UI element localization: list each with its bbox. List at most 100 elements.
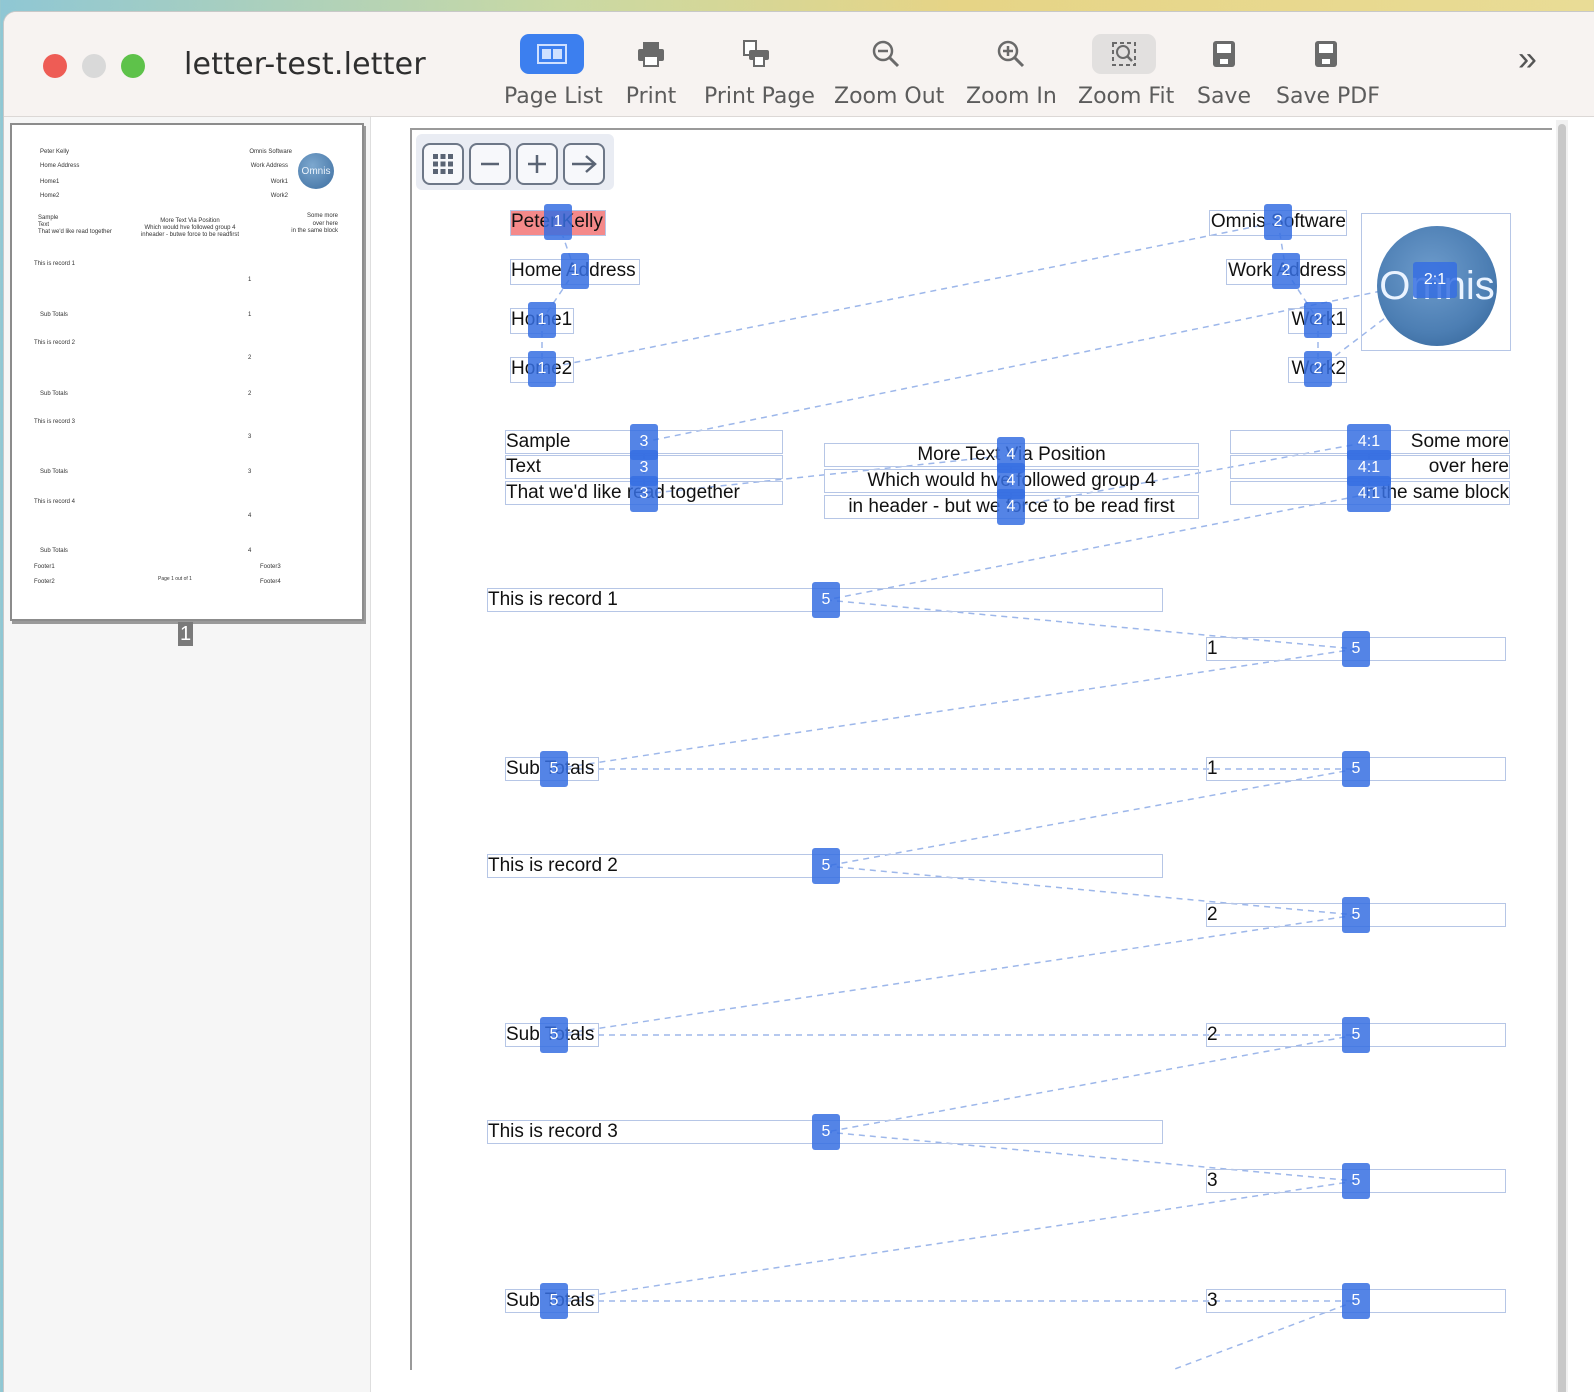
order-badge: 5 [540, 751, 568, 787]
order-badge: 2:1 [1413, 262, 1457, 298]
zoom-fit-button[interactable]: Zoom Fit [1078, 34, 1175, 109]
thumb-text: Footer4 [260, 579, 281, 585]
thumb-text: Sub Totals [40, 548, 68, 554]
reading-order-connector [825, 493, 1370, 601]
order-badge: 5 [540, 1017, 568, 1053]
document-canvas[interactable]: Peter Kelly Home Address Home1 Home2 Omn… [410, 128, 1552, 1370]
reading-order-connector [553, 1180, 1357, 1302]
order-badge: 5 [1342, 1017, 1370, 1053]
page-list-sidebar: Peter Kelly Home Address Home1 Home2 Omn… [4, 117, 371, 1392]
thumb-text: inheader - butwe force to be readfirst [140, 232, 240, 238]
order-badge: 4:1 [1347, 476, 1391, 512]
zoom-out-label: Zoom Out [834, 84, 945, 109]
grid-toggle-button[interactable] [422, 143, 464, 185]
thumb-text: Home2 [40, 193, 60, 199]
order-badge: 5 [1342, 1283, 1370, 1319]
order-badge: 2 [1264, 204, 1292, 240]
thumb-text: Sub Totals [40, 469, 68, 475]
zoom-window-button[interactable] [121, 54, 145, 78]
save-pdf-icon [1294, 34, 1358, 74]
print-label: Print [625, 84, 677, 109]
order-badge: 5 [812, 848, 840, 884]
reading-order-connector [643, 279, 1436, 443]
scrollbar-thumb[interactable] [1558, 124, 1566, 1392]
thumb-text: Peter Kelly [40, 149, 70, 155]
canvas-controls [416, 134, 614, 190]
toolbar-overflow-chevron-icon[interactable]: » [1518, 40, 1537, 78]
reading-order-connector [825, 1131, 1357, 1182]
thumb-text: 1 [248, 277, 252, 283]
save-label: Save [1196, 84, 1251, 109]
print-button[interactable]: Print [618, 34, 684, 109]
save-pdf-label: Save PDF [1276, 84, 1380, 109]
reading-order-connector [1010, 441, 1370, 508]
reading-order-connector [825, 1034, 1357, 1133]
thumb-text: Sample [38, 215, 59, 221]
print-page-icon [724, 34, 788, 74]
thumb-text: Sub Totals [40, 391, 68, 397]
page-list-button[interactable]: Page List [504, 34, 603, 109]
order-badge: 1 [544, 204, 572, 240]
reading-order-connector [541, 221, 1279, 370]
plus-icon [528, 155, 546, 173]
page-thumbnail[interactable]: Peter Kelly Home Address Home1 Home2 Omn… [10, 123, 364, 621]
zoom-fit-icon [1092, 34, 1156, 74]
order-badge: 5 [1342, 631, 1370, 667]
order-badge: 5 [1342, 751, 1370, 787]
thumb-text: Work2 [270, 193, 288, 199]
save-button[interactable]: Save [1192, 34, 1256, 109]
order-badge: 5 [812, 582, 840, 618]
canvas-scrollbar[interactable] [1556, 120, 1568, 1392]
zoom-in-label: Zoom In [966, 84, 1057, 109]
thumbnail-page-number: 1 [178, 622, 194, 646]
thumb-text: 1 [248, 312, 252, 318]
canvas-zoom-in-button[interactable] [516, 143, 558, 185]
thumb-text: Omnis Software [249, 149, 292, 155]
thumb-text: More Text Via Position [160, 218, 220, 224]
save-icon [1192, 34, 1256, 74]
canvas-zoom-out-button[interactable] [469, 143, 511, 185]
thumb-text: Home Address [40, 163, 80, 169]
thumb-text: This is record 2 [34, 340, 76, 346]
thumb-text: Some more [306, 213, 338, 219]
thumb-text: Work Address [250, 163, 288, 169]
thumb-text: Sub Totals [40, 312, 68, 318]
close-window-button[interactable] [43, 54, 67, 78]
reading-order-connector [553, 648, 1357, 770]
toolbar: letter-test.letter Page List Print Print… [4, 12, 1594, 117]
app-window: letter-test.letter Page List Print Print… [4, 12, 1594, 1392]
thumb-text: Footer3 [260, 564, 281, 570]
zoom-out-icon [854, 34, 918, 74]
minimize-window-button[interactable] [82, 54, 106, 78]
thumb-text: 2 [248, 391, 252, 397]
thumb-text: 3 [248, 469, 252, 475]
next-arrow-button[interactable] [563, 143, 605, 185]
reading-order-connector [825, 768, 1357, 867]
order-badge: 2 [1272, 253, 1300, 289]
order-badge: 5 [812, 1114, 840, 1150]
reading-order-connector [1277, 221, 1287, 272]
thumb-text: Work1 [270, 179, 288, 185]
page-list-icon [520, 34, 584, 74]
zoom-fit-label: Zoom Fit [1078, 84, 1175, 109]
thumb-text: 4 [248, 513, 252, 519]
zoom-in-button[interactable]: Zoom In [966, 34, 1057, 109]
thumb-text: Home1 [40, 179, 60, 185]
order-badge: 5 [1342, 897, 1370, 933]
thumb-omnis-logo: Omnis [298, 153, 334, 189]
thumb-text: Footer2 [34, 579, 55, 585]
thumb-text: 2 [248, 355, 252, 361]
order-badge: 4 [997, 489, 1025, 525]
order-badge: 3 [630, 476, 658, 512]
thumb-text: in the same block [291, 228, 338, 234]
order-badge: 5 [540, 1283, 568, 1319]
save-pdf-button[interactable]: Save PDF [1276, 34, 1380, 109]
order-badge: 1 [528, 302, 556, 338]
thumb-text: over here [312, 221, 338, 227]
thumb-text: Which would hve followed group 4 [144, 225, 236, 231]
thumb-text: This is record 3 [34, 419, 76, 425]
reading-order-connector [553, 914, 1357, 1036]
print-page-button[interactable]: Print Page [704, 34, 815, 109]
zoom-out-button[interactable]: Zoom Out [834, 34, 945, 109]
order-badge: 5 [1342, 1163, 1370, 1199]
